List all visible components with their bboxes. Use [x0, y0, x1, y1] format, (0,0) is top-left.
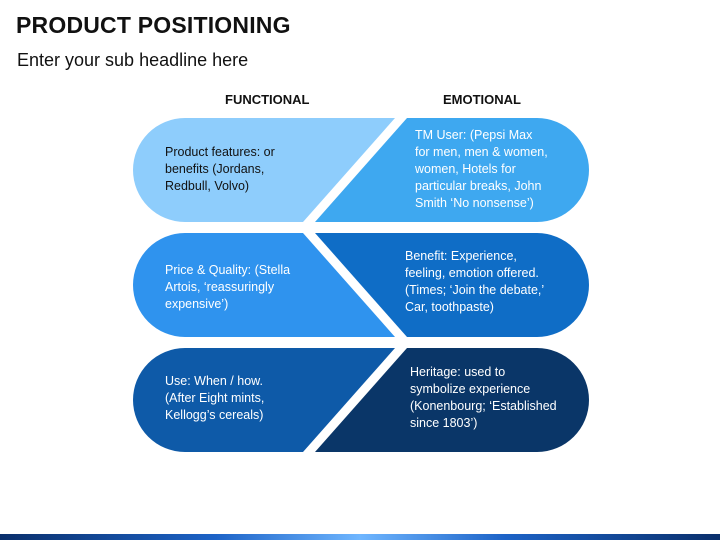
functional-text-row-2: Price & Quality: (Stella Artois, ‘reassu…: [165, 263, 291, 311]
functional-text-row-1: Product features: or benefits (Jordans, …: [165, 145, 275, 193]
functional-shape-row-2: [133, 233, 395, 337]
functional-shape-row-3: [133, 348, 395, 452]
emotional-shape-row-2: [315, 233, 589, 337]
emotional-shape-row-1: [315, 118, 589, 222]
functional-shape-row-1: [133, 118, 395, 222]
functional-column-header: FUNCTIONAL: [225, 92, 310, 107]
emotional-text-row-2: Benefit: Experience, feeling, emotion of…: [405, 249, 545, 314]
page-subtitle: Enter your sub headline here: [17, 50, 249, 70]
page-title: PRODUCT POSITIONING: [16, 12, 291, 38]
functional-text-row-3: Use: When / how. (After Eight mints, Kel…: [165, 374, 265, 422]
bottom-accent-bar: [0, 534, 720, 540]
emotional-column-header: EMOTIONAL: [443, 92, 521, 107]
emotional-text-row-3: Heritage: used to symbolize experience (…: [410, 365, 557, 430]
emotional-text-row-1: TM User: (Pepsi Max for men, men & women…: [415, 128, 548, 210]
emotional-shape-row-3: [315, 348, 589, 452]
